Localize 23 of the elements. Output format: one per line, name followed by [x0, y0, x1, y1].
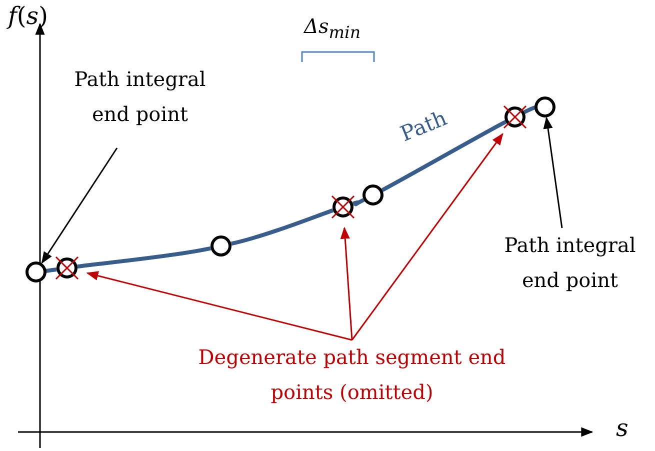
path-curve — [77, 246, 212, 268]
axis-label: f(s) — [8, 2, 48, 31]
interval-label: Δs$_{min}$ — [304, 14, 361, 43]
path-point — [362, 184, 384, 206]
leader-arrow — [86, 271, 352, 341]
callout-text: Path integral end point — [503, 232, 637, 294]
callout-text: Path integral end point — [73, 66, 207, 128]
axis-label: s — [616, 414, 628, 443]
path-curve — [381, 120, 507, 192]
path-curve — [230, 208, 334, 246]
leader-arrow — [351, 133, 504, 340]
crossed-out-point — [331, 195, 355, 219]
curve-label: Path — [397, 106, 451, 148]
path-curve — [352, 198, 365, 206]
leader-arrow — [340, 226, 353, 340]
callout-text: Degenerate path segment end points (omitted) — [197, 344, 507, 406]
leader-arrow — [41, 148, 118, 264]
leader-arrow — [543, 116, 563, 228]
crossed-out-point — [55, 256, 79, 280]
path-point — [210, 236, 232, 256]
path-point — [534, 96, 556, 118]
crossed-out-point — [503, 105, 527, 129]
path-point — [26, 262, 46, 282]
